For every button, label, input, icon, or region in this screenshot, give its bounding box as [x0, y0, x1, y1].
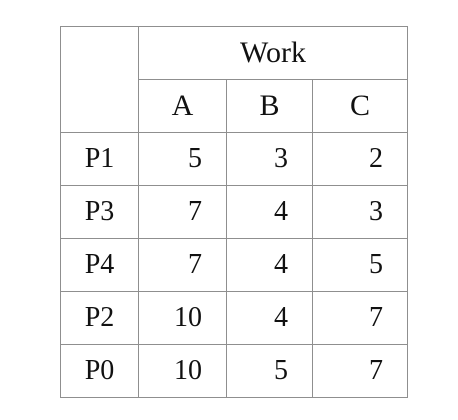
cell-value-a: 10 [138, 344, 227, 398]
table-row: P0 10 5 7 [60, 344, 409, 398]
cell-value-a: 5 [138, 132, 227, 186]
cell-value-a: 7 [138, 185, 227, 239]
cell-value-a: 7 [138, 238, 227, 292]
table-header-row-columns: A B C [61, 79, 409, 133]
column-header-a: A [138, 79, 227, 133]
table-header-row-group: Work [60, 26, 409, 133]
table-row: P3 7 4 3 [60, 185, 409, 239]
cell-value-a: 10 [138, 291, 227, 345]
column-header-b: B [226, 79, 313, 133]
cell-value-b: 4 [226, 291, 313, 345]
cell-value-b: 5 [226, 344, 313, 398]
table-corner-cell [60, 26, 139, 133]
row-label: P2 [60, 291, 139, 345]
table-row: P4 7 4 5 [60, 238, 409, 292]
cell-value-b: 4 [226, 238, 313, 292]
cell-value-c: 2 [311, 132, 409, 186]
table-row: P1 5 3 2 [60, 132, 409, 186]
row-label: P0 [60, 344, 139, 398]
row-label: P4 [60, 238, 139, 292]
work-table-container: Work A B C P1 5 3 2 P3 7 4 3 P4 [60, 26, 409, 398]
group-header-work: Work [137, 26, 409, 80]
cell-value-c: 5 [311, 238, 409, 292]
row-label: P3 [60, 185, 139, 239]
cell-value-b: 3 [226, 132, 313, 186]
cell-value-c: 3 [311, 185, 409, 239]
column-header-c: C [311, 79, 409, 133]
cell-value-b: 4 [226, 185, 313, 239]
work-table: Work A B C P1 5 3 2 P3 7 4 3 P4 [60, 26, 409, 398]
row-label: P1 [60, 132, 139, 186]
cell-value-c: 7 [311, 291, 409, 345]
cell-value-c: 7 [311, 344, 409, 398]
table-row: P2 10 4 7 [60, 291, 409, 345]
